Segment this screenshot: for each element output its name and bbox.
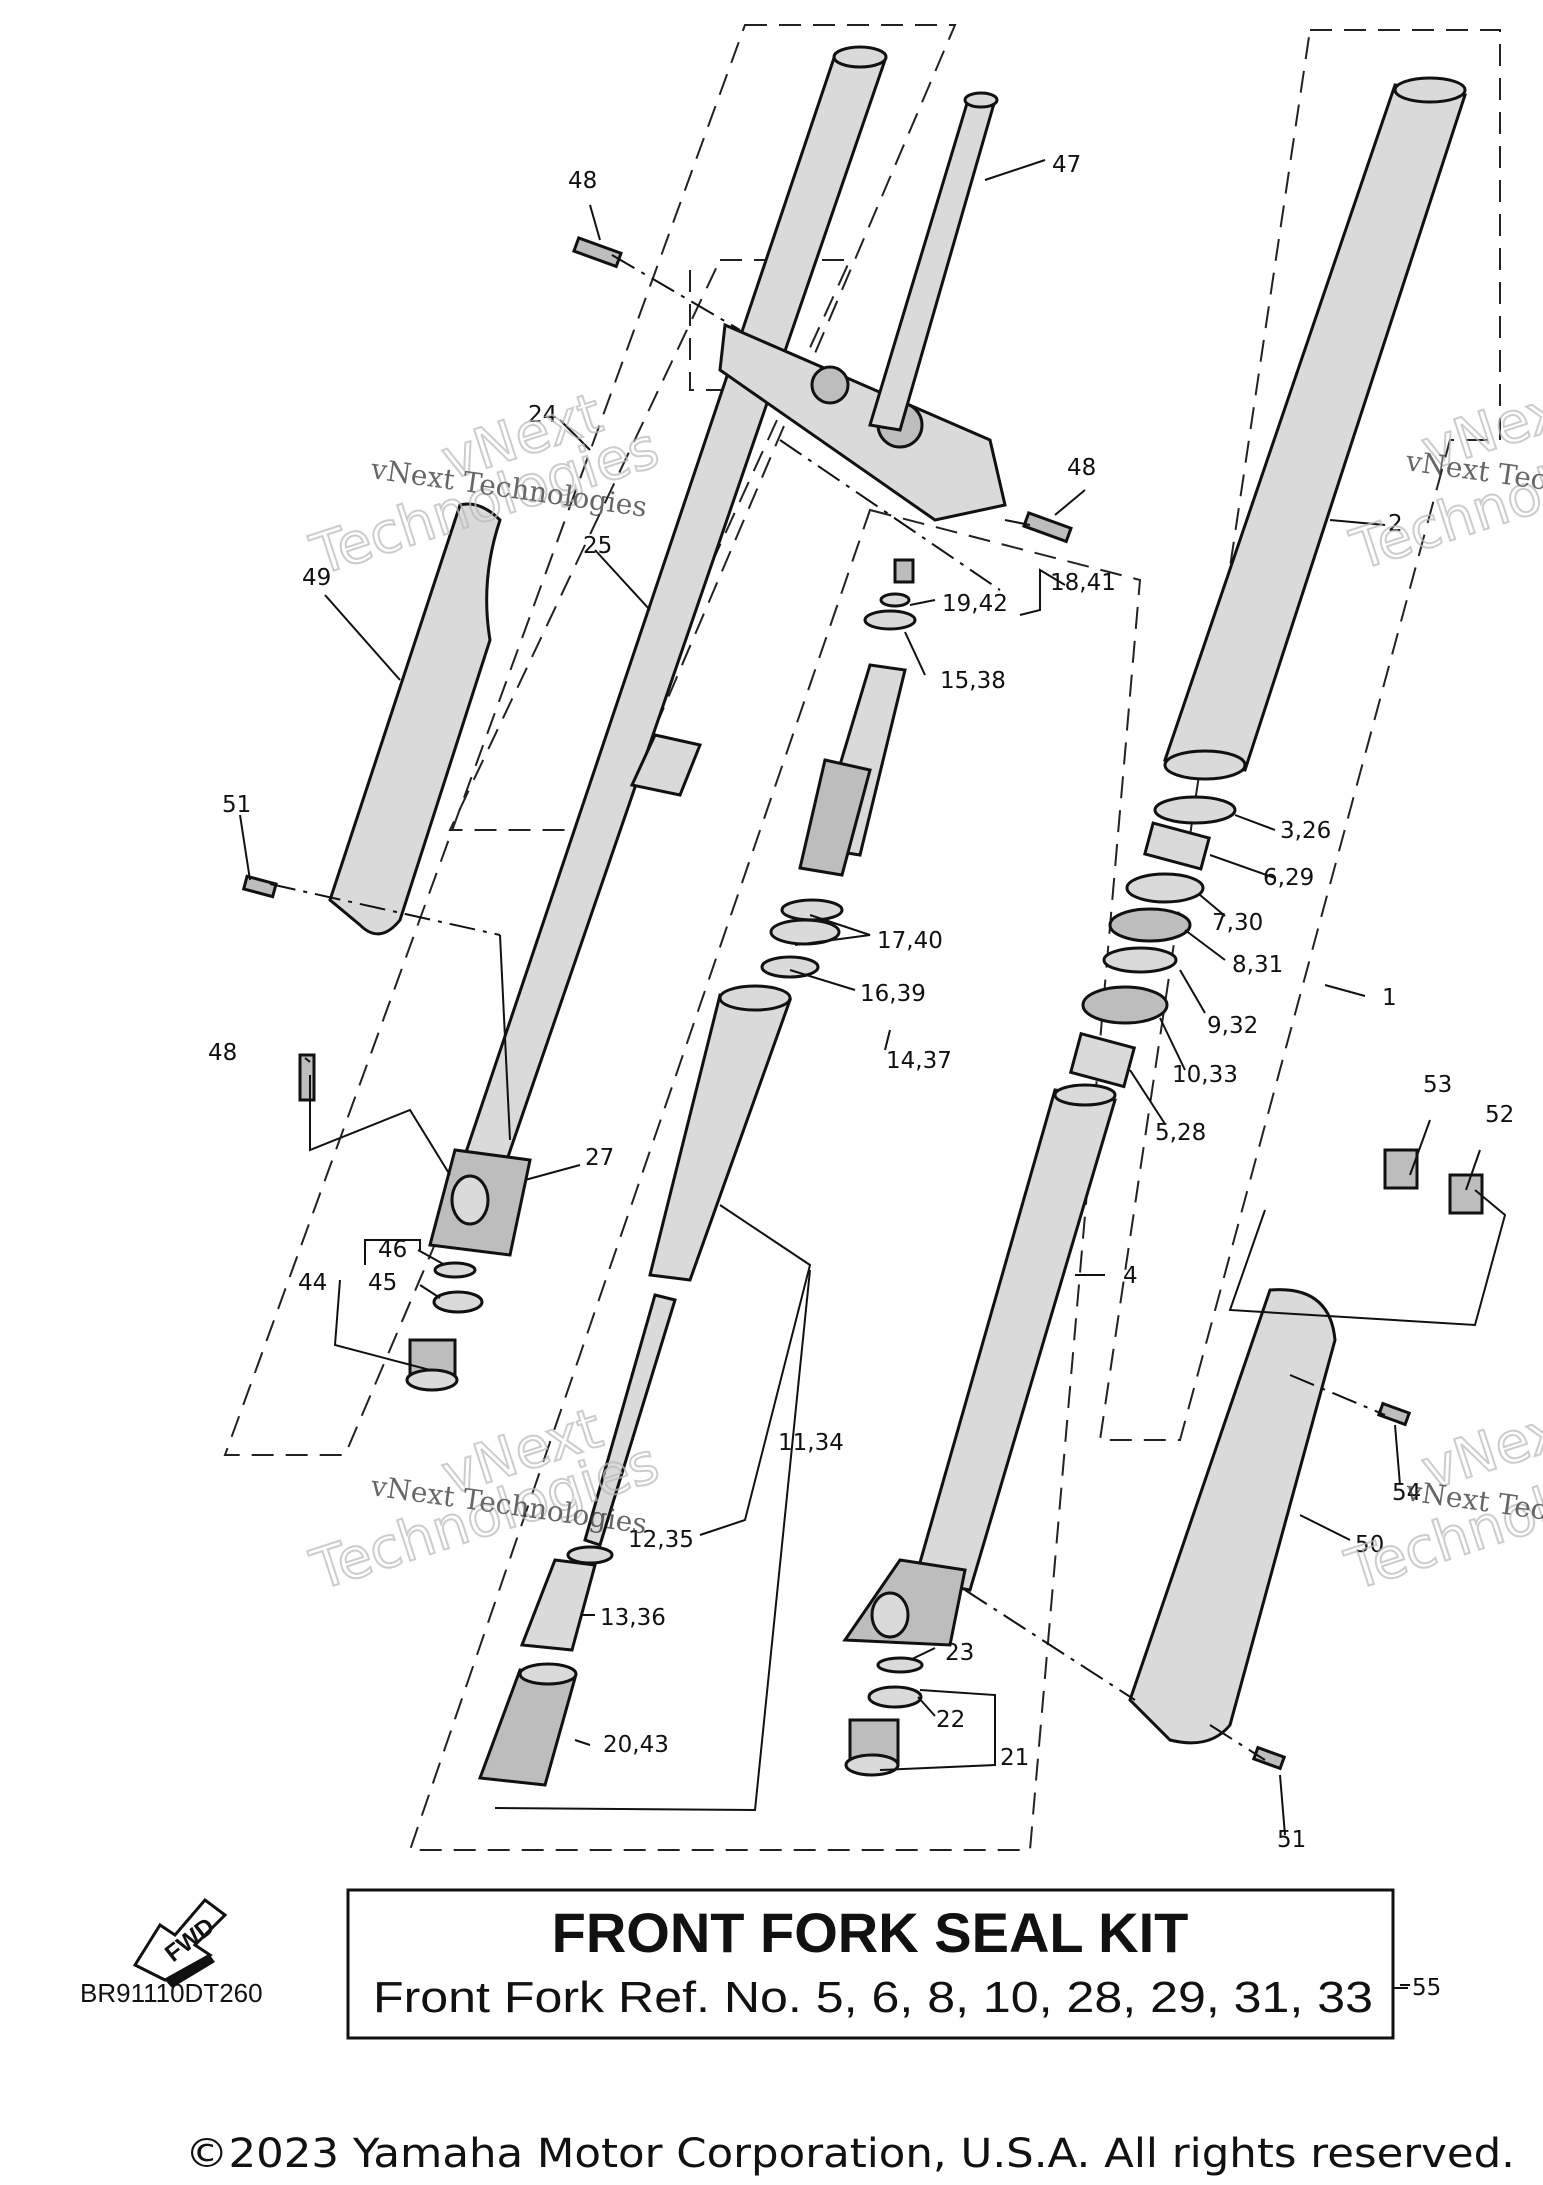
callout-2: 2 xyxy=(1388,511,1403,537)
right-cap-bolt-parts xyxy=(844,1656,924,1777)
watermark-bottom-right: vNext Technologies vNext Technologies xyxy=(1337,1390,1543,1605)
callout-21: 21 xyxy=(1000,1745,1029,1771)
left-fork-assembly-outline xyxy=(223,24,957,1456)
callout-53: 53 xyxy=(1423,1072,1452,1098)
left-outer-tube xyxy=(458,45,888,1182)
callout-16-39: 16,39 xyxy=(860,981,926,1007)
left-cap-bolt-parts xyxy=(405,1261,484,1392)
callout-23: 23 xyxy=(945,1640,974,1666)
callout-10-33: 10,33 xyxy=(1172,1062,1238,1088)
callout-19-42: 19,42 xyxy=(942,591,1008,617)
guard-clip-52 xyxy=(1448,1173,1484,1215)
cartridge-rod xyxy=(583,1293,677,1547)
callout-labels: 47 48 48 48 24 25 49 51 2 18,41 19,42 15… xyxy=(208,152,1514,2001)
callout-47: 47 xyxy=(1052,152,1081,178)
left-axle-bracket xyxy=(428,1148,532,1257)
callout-49: 49 xyxy=(302,565,331,591)
right-axle-bracket xyxy=(842,1558,967,1647)
callout-45: 45 xyxy=(368,1270,397,1296)
callout-55: 55 xyxy=(1412,1975,1441,2001)
callout-22: 22 xyxy=(936,1707,965,1733)
callout-4: 4 xyxy=(1123,1263,1138,1289)
seal-kit-refs: Front Fork Ref. No. 5, 6, 8, 10, 28, 29,… xyxy=(373,1973,1373,2022)
seal-kit-box: FRONT FORK SEAL KIT Front Fork Ref. No. … xyxy=(346,1888,1408,2040)
callout-18-41: 18,41 xyxy=(1050,570,1116,596)
callout-46: 46 xyxy=(378,1237,407,1263)
leader-lines xyxy=(239,159,1481,1986)
callout-51-left: 51 xyxy=(222,792,251,818)
callout-9-32: 9,32 xyxy=(1207,1013,1258,1039)
axle-bracket-outline xyxy=(689,270,735,391)
callout-20-43: 20,43 xyxy=(603,1732,669,1758)
callout-5-28: 5,28 xyxy=(1155,1120,1206,1146)
base-valve xyxy=(566,1545,614,1565)
callout-6-29: 6,29 xyxy=(1263,865,1314,891)
callout-48-right: 48 xyxy=(1067,455,1096,481)
callout-48-top: 48 xyxy=(568,168,597,194)
guard-bolt-left xyxy=(241,874,278,899)
callout-24: 24 xyxy=(528,402,557,428)
seal-stack xyxy=(1068,795,1237,1089)
bracket-bolt-left xyxy=(298,1053,316,1102)
callout-8-31: 8,31 xyxy=(1232,952,1283,978)
callout-51-right: 51 xyxy=(1277,1827,1306,1853)
callout-1: 1 xyxy=(1382,985,1397,1011)
damper-rod-top-parts xyxy=(863,558,917,631)
cartridge-assembly-outline xyxy=(408,508,1142,1851)
collar xyxy=(519,1558,597,1652)
callout-27: 27 xyxy=(585,1145,614,1171)
clamp-bolt-top xyxy=(572,235,623,269)
steering-stem xyxy=(868,91,999,432)
right-fork-assembly-outline xyxy=(1098,29,1501,1441)
clamp-bolt-right xyxy=(1022,510,1073,544)
triple-clamp xyxy=(718,322,1007,522)
copyright-notice: ©2023 Yamaha Motor Corporation, U.S.A. A… xyxy=(185,2131,1515,2177)
callout-12-35: 12,35 xyxy=(628,1527,694,1553)
callout-44: 44 xyxy=(298,1270,327,1296)
cartridge-tube xyxy=(648,984,793,1282)
callout-15-38: 15,38 xyxy=(940,668,1006,694)
callout-17-40: 17,40 xyxy=(877,928,943,954)
seal-kit-title: FRONT FORK SEAL KIT xyxy=(552,1901,1189,1964)
callout-7-30: 7,30 xyxy=(1212,910,1263,936)
right-fork-guard xyxy=(1128,1288,1337,1745)
callout-48-left: 48 xyxy=(208,1040,237,1066)
callout-52: 52 xyxy=(1485,1102,1514,1128)
right-outer-tube xyxy=(1162,76,1467,781)
callout-54: 54 xyxy=(1392,1480,1421,1506)
watermark-top-right: vNext Technologies vNext Technologies xyxy=(1342,370,1543,585)
diagram-code: BR91110DT260 xyxy=(80,1978,263,2008)
assembly-lines xyxy=(269,254,1507,1761)
callout-14-37: 14,37 xyxy=(886,1048,952,1074)
fork-spring xyxy=(477,1662,578,1787)
callout-25: 25 xyxy=(583,533,612,559)
damper-cylinder xyxy=(798,663,907,877)
callout-3-26: 3,26 xyxy=(1280,818,1331,844)
callout-50: 50 xyxy=(1355,1532,1384,1558)
callout-11-34: 11,34 xyxy=(778,1430,844,1456)
inner-tube xyxy=(913,1083,1117,1592)
damper-seals xyxy=(760,898,844,979)
left-fork-guard xyxy=(328,502,502,936)
fwd-arrow-icon: FWD xyxy=(132,1897,228,1988)
guard-bolt-54 xyxy=(1376,1401,1412,1427)
callout-13-36: 13,36 xyxy=(600,1605,666,1631)
guard-bolt-right xyxy=(1251,1745,1287,1771)
watermark-bottom-left: vNext Technologies vNext Technologies xyxy=(302,1395,667,1605)
